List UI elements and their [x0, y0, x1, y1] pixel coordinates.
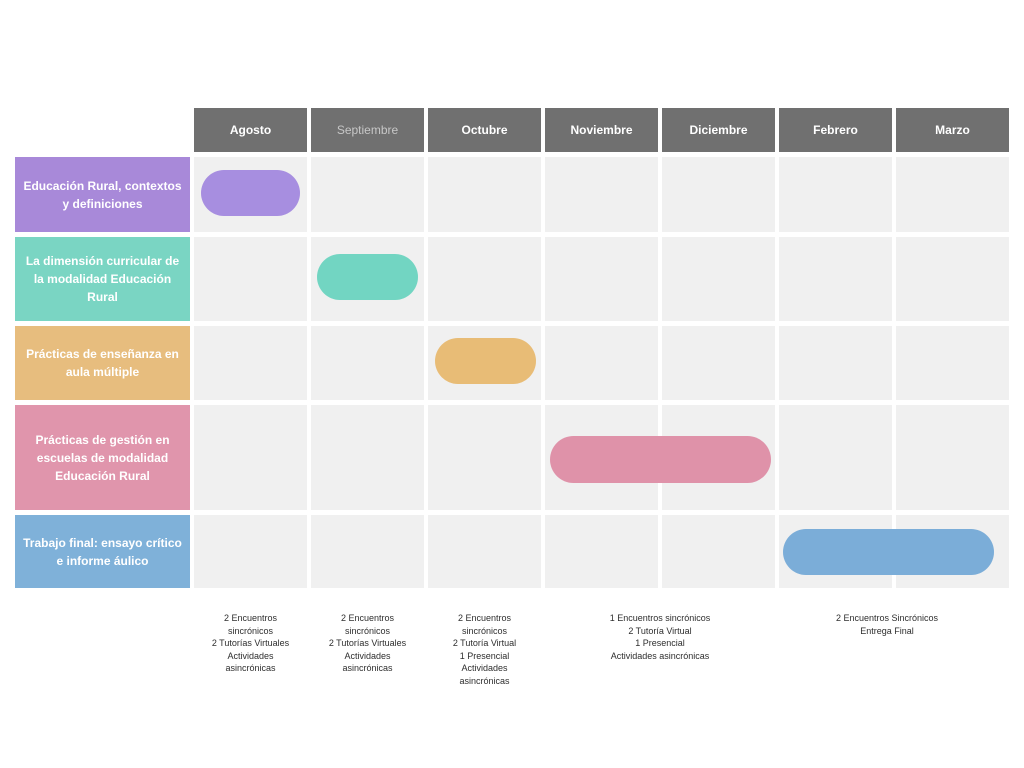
grid-cell	[311, 326, 424, 400]
grid-cell	[428, 405, 541, 510]
footnote-line: asincrónicas	[225, 663, 276, 673]
timeline-bar-practicas-ensenanza-octubre	[435, 338, 536, 384]
grid-cell	[545, 515, 658, 588]
grid-cell	[428, 157, 541, 232]
grid-cell	[779, 237, 892, 321]
grid-cell	[896, 237, 1009, 321]
grid-cell	[428, 237, 541, 321]
row-label-educacion-rural: Educación Rural, contextos y definicione…	[15, 157, 190, 232]
grid-cell	[194, 326, 307, 400]
grid-cell	[545, 157, 658, 232]
footnote-line: 2 Encuentros	[457, 613, 512, 623]
footnote-octubre: 2 Encuentros sincrónicos 2 Tutoría Virtu…	[428, 612, 541, 687]
grid-cell	[194, 405, 307, 510]
footnote-line: Actividades	[227, 650, 274, 661]
grid-cell	[311, 405, 424, 510]
grid-cell	[896, 405, 1009, 510]
month-header-septiembre: Septiembre	[311, 108, 424, 152]
timeline-bar-educacion-rural-agosto	[201, 170, 300, 216]
footnote-line: Actividades	[344, 650, 391, 661]
grid-cell	[779, 326, 892, 400]
month-header-noviembre: Noviembre	[545, 108, 658, 152]
grid-cell	[194, 237, 307, 321]
row-label-trabajo-final: Trabajo final: ensayo crítico e informe …	[15, 515, 190, 588]
grid-cell	[428, 515, 541, 588]
month-header-marzo: Marzo	[896, 108, 1009, 152]
month-header-diciembre: Diciembre	[662, 108, 775, 152]
footnote-line: Actividades asincrónicas	[610, 650, 710, 661]
grid-cell	[662, 326, 775, 400]
row-label-practicas-gestion: Prácticas de gestión en escuelas de moda…	[15, 405, 190, 510]
footnote-line: 2 Encuentros Sincrónicos	[835, 613, 939, 623]
footnote-septiembre: 2 Encuentros sincrónicos 2 Tutorías Virt…	[311, 612, 424, 675]
row-label-practicas-ensenanza: Prácticas de enseñanza en aula múltiple	[15, 326, 190, 400]
footnote-line: 2 Tutoría Virtual	[452, 638, 517, 648]
footnote-line: 1 Presencial	[635, 638, 685, 648]
grid-cell	[662, 237, 775, 321]
grid-cell	[662, 515, 775, 588]
month-header-agosto: Agosto	[194, 108, 307, 152]
footnote-noviembre-diciembre: 1 Encuentros sincrónicos 2 Tutoría Virtu…	[545, 612, 775, 662]
timeline-bar-dimension-curricular-septiembre	[317, 254, 418, 300]
row-label-dimension-curricular: La dimensión curricular de la modalidad …	[15, 237, 190, 321]
month-header-febrero: Febrero	[779, 108, 892, 152]
footnote-line: 2 Encuentros	[223, 613, 278, 623]
footnote-line: asincrónicas	[459, 675, 510, 686]
grid-cell	[662, 157, 775, 232]
footnote-agosto: 2 Encuentros sincrónicos 2 Tutorías Virt…	[194, 612, 307, 675]
footnote-line: 2 Tutorías Virtuales	[211, 638, 290, 648]
month-header-octubre: Octubre	[428, 108, 541, 152]
footnote-line: 2 Encuentros	[340, 613, 395, 623]
footnote-line: Entrega Final	[860, 625, 914, 636]
footnote-line: sincrónicos	[344, 625, 391, 636]
grid-cell	[545, 237, 658, 321]
grid-cell	[194, 515, 307, 588]
grid-cell	[545, 326, 658, 400]
grid-cell	[311, 157, 424, 232]
footnote-line: Actividades	[461, 663, 508, 673]
corner-spacer	[15, 108, 190, 152]
timeline-bar-practicas-gestion-nov-dic	[550, 436, 771, 483]
grid-cell	[311, 515, 424, 588]
footnote-line: sincrónicos	[227, 625, 274, 636]
footnote-line: 2 Tutorías Virtuales	[328, 638, 407, 648]
footnote-line: 1 Encuentros sincrónicos	[609, 613, 711, 623]
footnote-line: 1 Presencial	[459, 650, 510, 661]
grid-cell	[779, 405, 892, 510]
grid-cell	[779, 157, 892, 232]
footnote-line: sincrónicos	[461, 625, 508, 636]
timeline-bar-trabajo-final-feb-marzo	[783, 529, 994, 575]
footnote-febrero-marzo: 2 Encuentros Sincrónicos Entrega Final	[772, 612, 1002, 637]
grid-cell	[896, 157, 1009, 232]
grid-cell	[896, 326, 1009, 400]
footnote-line: asincrónicas	[342, 663, 393, 673]
footnote-line: 2 Tutoría Virtual	[628, 625, 692, 636]
schedule-grid: Agosto Septiembre Octubre Noviembre Dici…	[15, 108, 1009, 588]
